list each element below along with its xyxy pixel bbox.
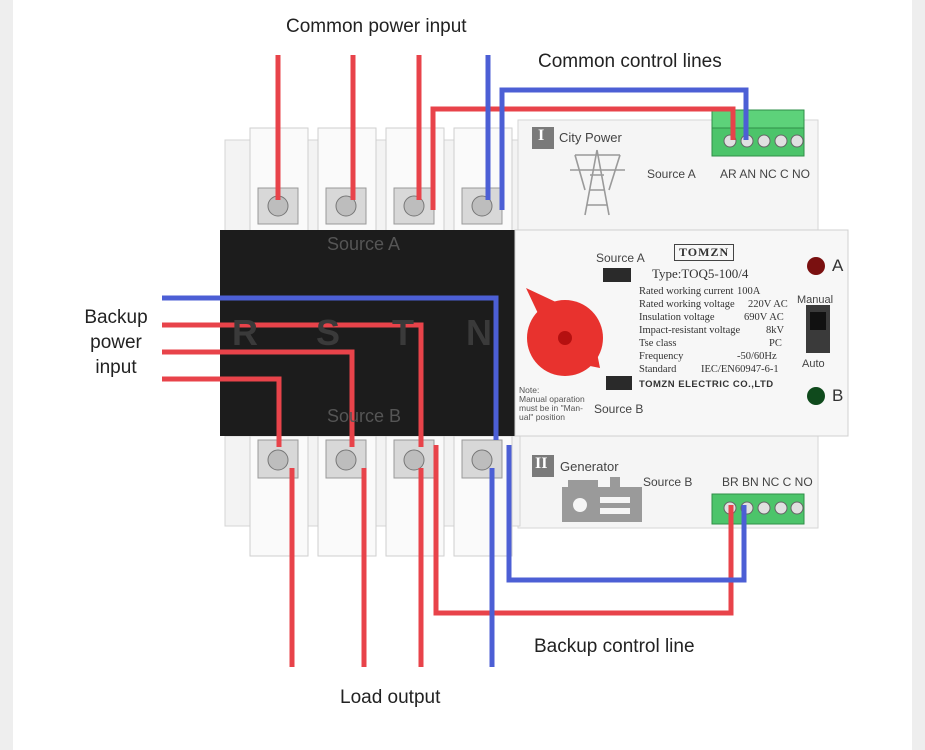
note-line-1: Note:: [519, 385, 540, 395]
label-backup-control-line: Backup control line: [534, 636, 695, 657]
spec-value-6: IEC/EN60947-6-1: [701, 364, 779, 375]
note-line-3: must be in "Man-: [519, 403, 583, 413]
neutral-wires: [162, 55, 749, 667]
right-border: [912, 0, 925, 750]
led-b: [807, 387, 825, 405]
label-load-output: Load output: [340, 687, 441, 708]
spec-value-3: 8kV: [766, 325, 785, 336]
note-line-4: ual" position: [519, 412, 566, 422]
spec-name-1: Rated working voltage: [639, 299, 735, 310]
label-backup-line-1: Backup: [84, 307, 148, 328]
spec-name-5: Frequency: [639, 351, 684, 362]
city-power-label: City Power: [559, 130, 622, 145]
spec-name-0: Rated working current: [639, 286, 734, 297]
mode-auto-label: Auto: [802, 358, 825, 370]
brand-logo: TOMZN: [674, 244, 735, 261]
spec-value-4: PC: [769, 338, 782, 349]
nameplate-company: TOMZN ELECTRIC CO.,LTD: [639, 379, 774, 390]
indicator-a-label: A: [832, 256, 844, 275]
left-border: [0, 0, 13, 750]
generator-icon: [562, 477, 642, 522]
power-pylon-icon: [570, 149, 625, 216]
nameplate-source-b: Source B: [594, 402, 644, 416]
note-line-2: Manual oparation: [519, 394, 585, 404]
city-power-source: Source A: [647, 167, 696, 181]
label-backup-power-input: Backup power input: [76, 305, 156, 380]
spec-name-4: Tse class: [639, 338, 677, 349]
spec-name-3: Impact-resistant voltage: [639, 325, 741, 336]
body-source-b: Source B: [327, 406, 402, 426]
generator-terminals: BR BN NC C NO: [722, 475, 813, 489]
city-power-terminals: AR AN NC C NO: [720, 167, 811, 181]
generator-module: [517, 435, 819, 529]
generator-source: Source B: [643, 475, 693, 489]
rotary-handle[interactable]: [526, 288, 603, 376]
body-source-a: Source A: [327, 234, 401, 254]
city-power-numeral: I: [538, 127, 545, 144]
bottom-terminal-housing: [224, 435, 521, 557]
generator-label: Generator: [560, 459, 619, 474]
phase-s: S: [316, 312, 341, 353]
city-power-module: [517, 109, 819, 231]
switch-body: [220, 230, 520, 436]
spec-value-2: 690V AC: [744, 312, 784, 323]
label-backup-line-2: power: [90, 332, 142, 353]
generator-numeral: II: [535, 455, 548, 472]
phase-r: R: [232, 312, 258, 353]
mode-manual-label: Manual: [797, 294, 834, 306]
label-backup-line-3: input: [95, 357, 137, 378]
spec-name-2: Insulation voltage: [639, 312, 715, 323]
nameplate-type: Type:TOQ5-100/4: [652, 266, 749, 281]
label-common-power-input: Common power input: [286, 16, 467, 37]
phase-n: N: [466, 312, 492, 353]
manual-note: Note: Manual oparation must be in "Man- …: [519, 386, 585, 422]
indicator-b-label: B: [832, 386, 844, 405]
spec-name-6: Standard: [639, 364, 677, 375]
label-common-control-lines: Common control lines: [538, 51, 722, 72]
live-wires: [162, 55, 736, 667]
spec-value-1: 220V AC: [748, 299, 788, 310]
led-a: [807, 257, 825, 275]
spec-value-5: -50/60Hz: [737, 351, 777, 362]
phase-t: T: [392, 312, 414, 353]
nameplate-source-a: Source A: [596, 251, 645, 265]
spec-value-0: 100A: [737, 286, 761, 297]
